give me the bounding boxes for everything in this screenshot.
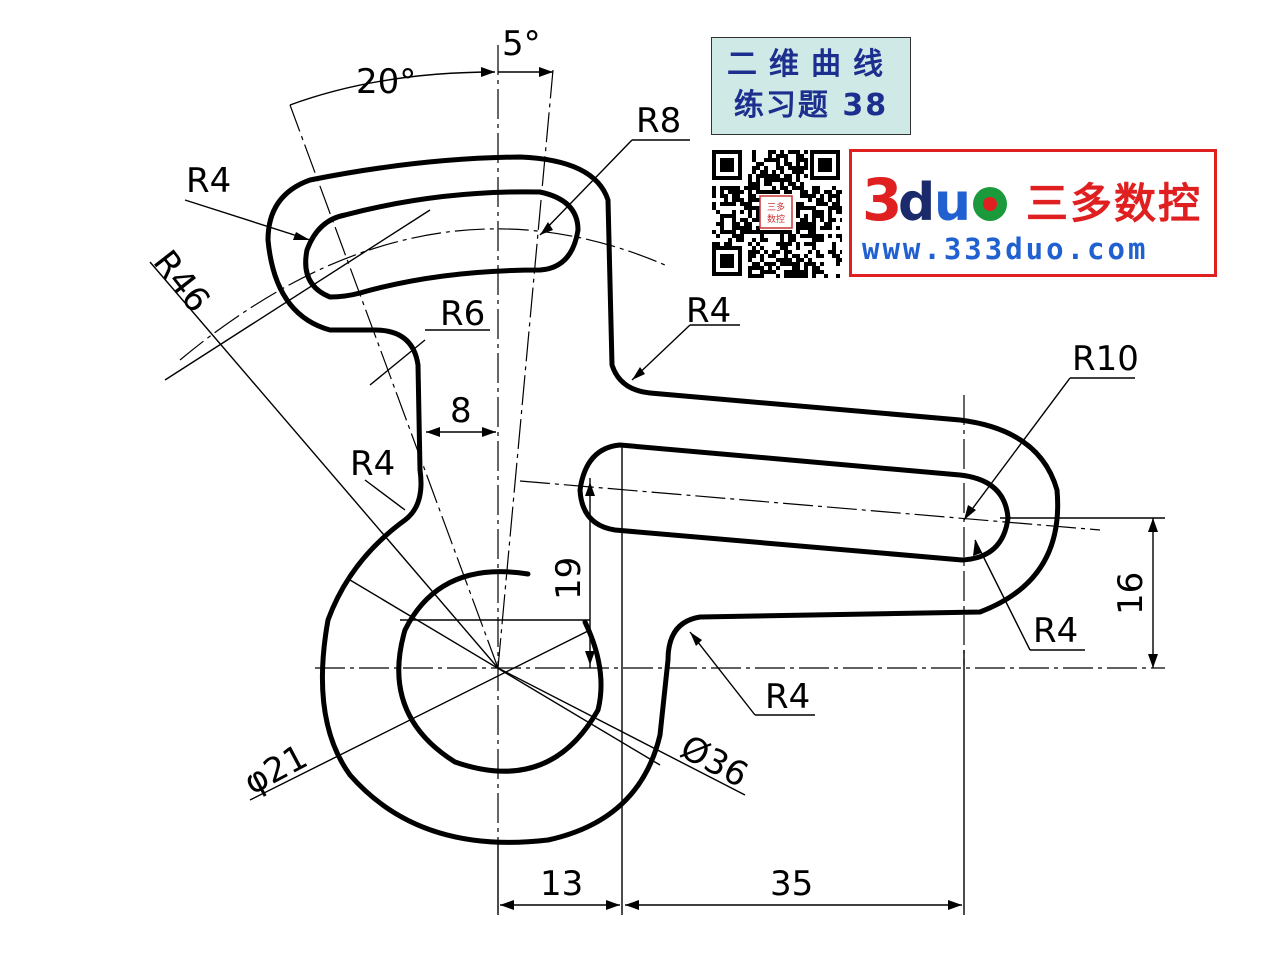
arc-slot-center-radial-20deg	[289, 104, 499, 669]
dim-r8: R8	[636, 101, 681, 141]
outer-contour	[265, 154, 1061, 845]
exercise-title-box: 二维曲线 练习题 38	[711, 37, 911, 135]
arrow	[632, 367, 645, 380]
exercise-title-line2: 练习题 38	[733, 88, 889, 123]
dim-r4-step: R4	[686, 291, 731, 331]
left-diagonal-center-line	[164, 209, 431, 381]
arrow	[625, 900, 639, 910]
r8-leader	[539, 139, 633, 236]
dim-16: 16	[1111, 572, 1151, 615]
dim-r4-slot-end: R4	[1033, 611, 1078, 651]
arrow	[1148, 654, 1158, 668]
dia21-leader	[249, 629, 591, 801]
arrow	[948, 900, 962, 910]
arrow	[1148, 518, 1158, 532]
brand-logo: 3 d u	[862, 168, 1007, 230]
dim-r10: R10	[1072, 339, 1139, 379]
r4-neck-leader	[364, 479, 406, 511]
dimension-arrows	[293, 67, 1158, 910]
arrow	[540, 222, 553, 235]
arrow	[585, 482, 595, 496]
arrow	[585, 651, 595, 665]
r10-leader	[963, 377, 1071, 521]
arrow	[426, 427, 440, 437]
inner-open-circle	[396, 569, 604, 774]
leader-lines	[149, 71, 1165, 915]
dim-angle-5: 5°	[502, 24, 541, 64]
brand-banner[interactable]: 3 d u 三多数控 www.333duo.com	[849, 149, 1217, 277]
logo-letter-d: d	[898, 173, 935, 230]
arrow	[606, 900, 620, 910]
arrow	[293, 232, 310, 240]
r4-bottom-leader	[689, 631, 756, 716]
arc-slot-center-radial-5deg	[497, 69, 554, 669]
part-outline	[265, 154, 1061, 845]
dim-19: 19	[549, 557, 589, 600]
r46-center-arc	[179, 228, 666, 361]
dim-8: 8	[450, 391, 472, 431]
dim-r4-bottom: R4	[765, 677, 810, 717]
r4-top-left-leader	[184, 199, 311, 241]
dim-dia-36: Ø36	[674, 728, 755, 796]
arrow	[973, 540, 981, 556]
angle-20-arc	[289, 71, 496, 106]
dim-13: 13	[540, 864, 583, 904]
r46-leader	[149, 261, 499, 669]
dim-35: 35	[770, 864, 813, 904]
arrow	[539, 67, 553, 77]
qr-center-label-bottom: 数控	[767, 213, 785, 225]
dim-dia-21: φ21	[237, 737, 314, 803]
arrow	[690, 632, 702, 646]
qr-modules	[712, 150, 842, 278]
logo-letter-u: u	[934, 173, 971, 230]
dim-r6: R6	[440, 294, 485, 334]
r4-slot-end-leader	[974, 539, 1031, 651]
slot-center-line	[519, 480, 1101, 531]
qr-code[interactable]: 三多 数控	[710, 148, 842, 278]
center-lines	[164, 45, 1165, 845]
dim-r46: R46	[145, 243, 218, 320]
qr-center-label-top: 三多	[767, 201, 785, 213]
dim-r4-neck: R4	[350, 444, 395, 484]
right-slot	[577, 442, 1011, 563]
arrow	[964, 505, 976, 520]
brand-url-link[interactable]: www.333duo.com	[862, 232, 1149, 266]
dim-r4-top-left: R4	[186, 161, 231, 201]
dimension-labels: 5° 20° R8 R4 R46 R6 R4 R10 8 R4 19 16 R4…	[145, 24, 1151, 904]
r6-leader	[369, 339, 426, 386]
exercise-title-line1: 二维曲线	[727, 47, 895, 82]
arrow	[500, 900, 514, 910]
logo-digit-3: 3	[862, 168, 902, 230]
arrow	[481, 67, 495, 77]
brand-name-chinese: 三多数控	[1026, 179, 1203, 228]
upper-arc-slot	[303, 189, 581, 300]
dim-angle-20: 20°	[356, 62, 416, 102]
arrow	[482, 427, 496, 437]
